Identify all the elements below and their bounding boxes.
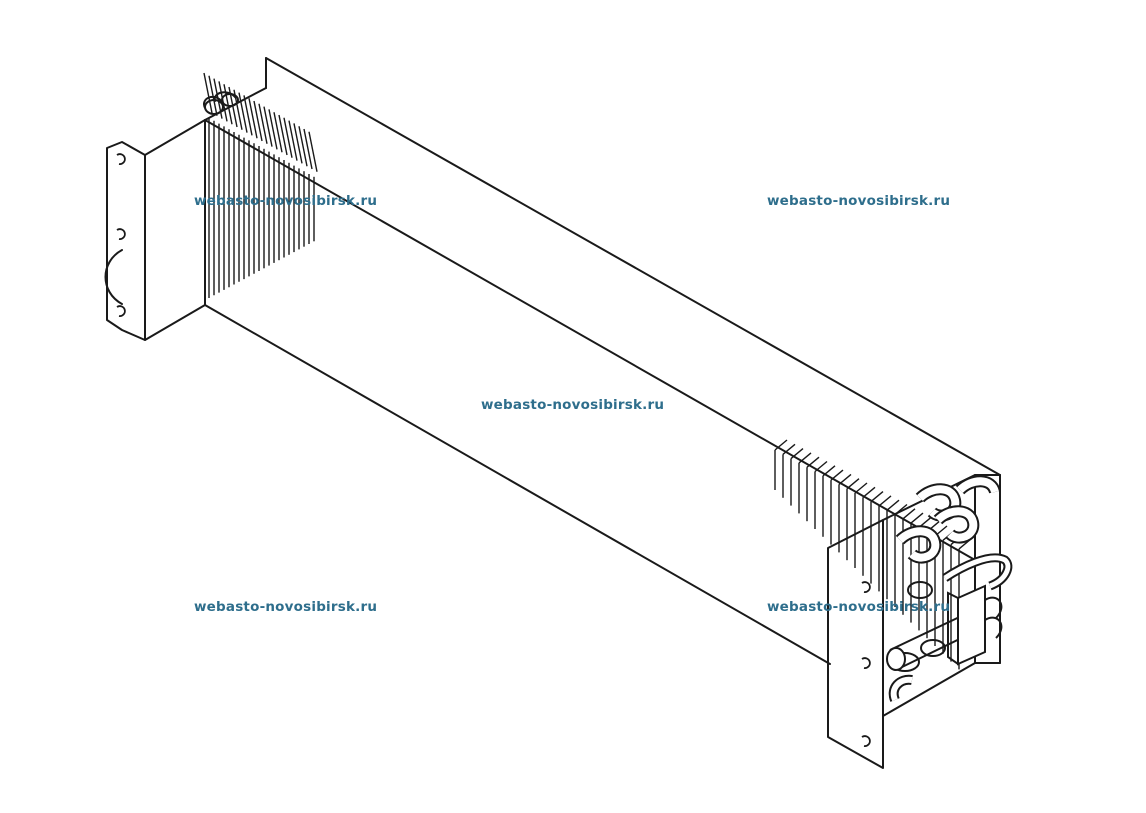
right-fin-stack — [774, 439, 972, 670]
header-cap — [886, 647, 906, 671]
u-bend-core — [935, 507, 978, 542]
fin-line — [248, 98, 258, 139]
fin-line — [308, 131, 318, 172]
exchanger-body — [104, 57, 1001, 769]
fin-line — [223, 84, 233, 125]
watermark-text: webasto-novosibirsk.ru — [194, 599, 378, 615]
left-bracket-flange — [106, 141, 146, 341]
fin-line — [782, 443, 796, 455]
fin-line — [263, 106, 273, 147]
fin-line — [238, 92, 248, 133]
left-pipe-end — [221, 93, 239, 107]
long-top-edge — [265, 57, 1001, 476]
fin-line — [243, 95, 253, 136]
left-pipe-end — [204, 99, 224, 115]
fin-line — [822, 465, 836, 477]
fin-line — [806, 456, 820, 468]
u-bend-core — [957, 477, 999, 494]
fin-line — [798, 452, 812, 464]
left-fin-stack — [203, 72, 318, 298]
fin-line — [283, 117, 293, 158]
fin-line — [854, 482, 868, 494]
outlet-fitting — [984, 596, 1003, 639]
fin-line — [293, 123, 303, 164]
mounting-hole — [116, 228, 126, 240]
core-top-face-edge — [204, 119, 976, 561]
fin-line — [774, 439, 788, 451]
fin-line — [273, 112, 283, 153]
fin-line — [258, 103, 268, 144]
fin-line — [298, 126, 308, 167]
fin-line — [870, 491, 884, 503]
outlet-block-side — [947, 591, 959, 666]
fin-line — [203, 72, 213, 114]
left-bracket-cutout — [104, 249, 123, 305]
watermark-text: webasto-novosibirsk.ru — [194, 193, 378, 209]
fin-line — [894, 503, 908, 516]
watermark-text: webasto-novosibirsk.ru — [481, 397, 665, 413]
u-bend-core — [897, 527, 940, 562]
mounting-holes — [116, 153, 871, 747]
fin-line — [288, 120, 298, 161]
fin-line — [790, 448, 804, 460]
fin-line — [278, 114, 288, 156]
outlet-block — [957, 584, 986, 666]
tube-collar — [907, 581, 933, 599]
fin-line — [838, 473, 852, 485]
tube-collar — [920, 639, 946, 657]
fin-line — [902, 508, 916, 520]
fin-line — [886, 499, 900, 511]
mounting-hole — [116, 153, 126, 165]
right-bracket-plate — [827, 519, 884, 769]
return-bends — [203, 91, 1013, 702]
fin-line — [846, 478, 860, 490]
core-bottom-edge — [204, 304, 831, 665]
fin-line — [208, 75, 218, 116]
mounting-hole — [861, 735, 871, 747]
fin-line — [862, 486, 876, 498]
left-bracket-plate — [144, 119, 206, 341]
watermark-text: webasto-novosibirsk.ru — [767, 599, 951, 615]
mounting-hole — [116, 305, 126, 317]
fin-line — [910, 512, 924, 524]
mounting-hole — [861, 581, 871, 593]
fin-line — [253, 100, 263, 142]
fin-line — [830, 469, 844, 481]
fin-line — [303, 128, 313, 170]
pipe-bend-core — [890, 676, 913, 702]
mounting-hole — [861, 657, 871, 669]
watermark-text: webasto-novosibirsk.ru — [767, 193, 951, 209]
pipe-bend-core — [943, 555, 1011, 589]
fin-line — [878, 495, 892, 507]
fin-line — [814, 460, 828, 473]
fin-line — [268, 109, 278, 150]
